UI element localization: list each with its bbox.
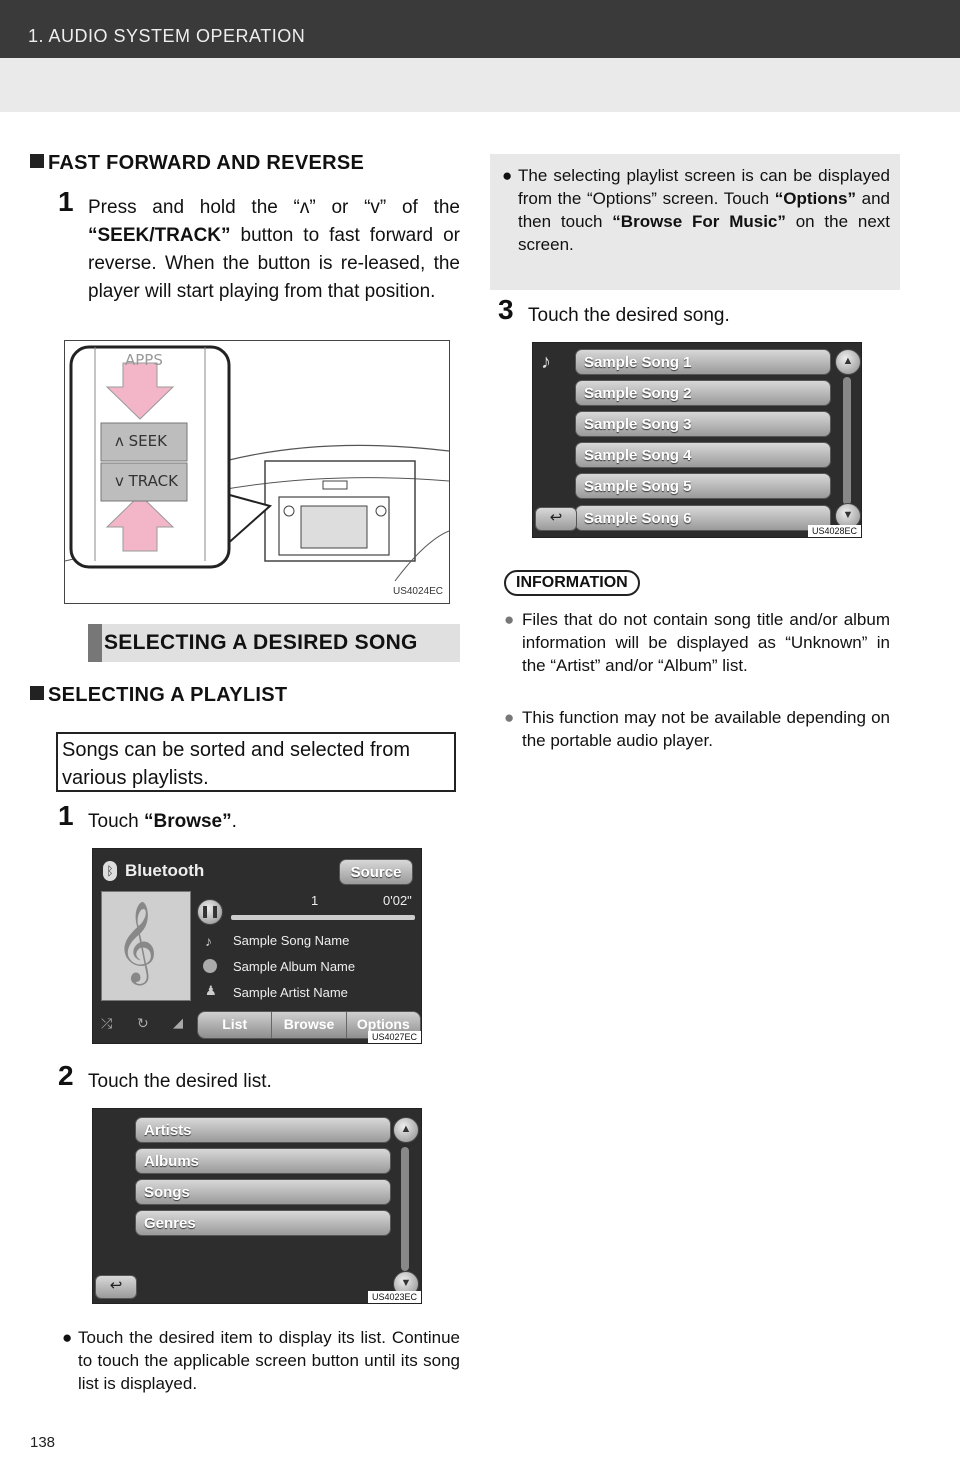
scroll-up-icon[interactable]: ▲ <box>835 349 861 375</box>
step-1: 1 Touch “Browse”. <box>58 802 458 838</box>
note-text: The selecting playlist screen is can be … <box>518 166 890 254</box>
info-item-2: ● This function may not be available dep… <box>504 708 890 750</box>
square-bullet-icon <box>30 686 44 700</box>
information-label: INFORMATION <box>504 570 640 596</box>
bullet-touch-item: ● Touch the desired item to display its … <box>62 1328 460 1393</box>
scrollbar[interactable] <box>843 377 851 505</box>
song-name: Sample Song Name <box>233 933 350 948</box>
section-header-block <box>88 624 102 662</box>
browse-list-screen: Artists Albums Songs Genres ▲ ▼ ↩ US4023… <box>92 1108 422 1304</box>
artist-name: Sample Artist Name <box>233 985 348 1000</box>
album-name: Sample Album Name <box>233 959 356 974</box>
figure-code: US4028EC <box>807 525 861 537</box>
album-art: 𝄞 <box>101 891 191 1001</box>
step-number: 2 <box>58 1060 74 1091</box>
step-2: 2 Touch the desired list. <box>58 1062 458 1098</box>
step-3: 3 Touch the desired song. <box>498 296 898 332</box>
elapsed-time: 0'02" <box>383 893 412 908</box>
pause-button[interactable]: ❚❚ <box>197 899 223 925</box>
song-item-6[interactable]: Sample Song 6 <box>575 505 831 531</box>
figure-code: US4023EC <box>367 1291 421 1303</box>
step-number: 1 <box>58 186 74 217</box>
seek-track-figure: APPS ʌ SEEK v TRACK US4024EC <box>64 340 450 604</box>
music-note-icon: ♪ <box>205 933 212 949</box>
disc-icon <box>203 959 217 973</box>
repeat-icon[interactable]: ↻ <box>137 1015 149 1031</box>
shuffle-icon[interactable]: ⤮ <box>101 1015 113 1031</box>
bluetooth-audio-screen: ᛒ Bluetooth Source 𝄞 ❚❚ 1 0'02" ♪ Sample… <box>92 848 422 1044</box>
track-button-label: v TRACK <box>115 472 178 490</box>
tab-list[interactable]: List <box>222 1016 248 1032</box>
song-item-3[interactable]: Sample Song 3 <box>575 411 831 437</box>
source-button[interactable]: Source <box>339 859 413 885</box>
list-item-albums[interactable]: Albums <box>135 1148 391 1174</box>
song-list-screen: ♪ Sample Song 1 Sample Song 2 Sample Son… <box>532 342 862 538</box>
bullet-dot-icon: ● <box>62 1328 73 1347</box>
chapter-title: 1. AUDIO SYSTEM OPERATION <box>28 26 306 46</box>
tab-options[interactable]: Options <box>356 1016 410 1032</box>
song-item-4[interactable]: Sample Song 4 <box>575 442 831 468</box>
list-item-songs[interactable]: Songs <box>135 1179 391 1205</box>
info-item-1: ● Files that do not contain song title a… <box>504 610 890 675</box>
back-icon[interactable]: ↩ <box>95 1275 137 1299</box>
back-icon[interactable]: ↩ <box>535 507 577 531</box>
fast-forward-heading: FAST FORWARD AND REVERSE <box>30 152 364 175</box>
music-note-icon: 𝄞 <box>116 900 158 982</box>
song-item-1[interactable]: Sample Song 1 <box>575 349 831 375</box>
artist-icon: ♟ <box>205 983 217 998</box>
source-title: Bluetooth <box>125 861 205 880</box>
seek-button-label: ʌ SEEK <box>115 432 167 450</box>
step-number: 1 <box>58 800 74 831</box>
apps-label: APPS <box>125 351 163 369</box>
music-note-icon: ♪ <box>541 351 551 373</box>
step-text: Touch the desired list. <box>88 1071 272 1092</box>
song-item-2[interactable]: Sample Song 2 <box>575 380 831 406</box>
header-bar <box>0 0 960 58</box>
section-header: SELECTING A DESIRED SONG <box>88 624 460 662</box>
fast-forward-step: 1 Press and hold the “ʌ” or “v” of the “… <box>58 188 460 334</box>
dashboard-illustration <box>64 345 450 582</box>
bullet-dot-icon: ● <box>504 610 515 629</box>
song-item-5[interactable]: Sample Song 5 <box>575 473 831 499</box>
volume-icon[interactable]: ◢ <box>173 1015 183 1030</box>
section-title: SELECTING A DESIRED SONG <box>104 631 418 654</box>
bluetooth-icon: ᛒ <box>103 861 117 881</box>
list-item-genres[interactable]: Genres <box>135 1210 391 1236</box>
step-text: Touch the desired song. <box>528 305 730 326</box>
track-number: 1 <box>311 893 319 908</box>
scroll-up-icon[interactable]: ▲ <box>393 1117 419 1143</box>
page-number: 138 <box>30 1434 56 1451</box>
step-text: Touch “Browse”. <box>88 811 237 832</box>
intro-box: Songs can be sorted and selected from va… <box>56 732 456 792</box>
scrollbar[interactable] <box>401 1147 409 1271</box>
options-note: ● The selecting playlist screen is can b… <box>490 154 900 290</box>
square-bullet-icon <box>30 154 44 168</box>
tab-browse[interactable]: Browse <box>271 1012 347 1038</box>
figure-code: US4027EC <box>367 1031 421 1043</box>
figure-code: US4024EC <box>392 586 443 597</box>
header-band <box>0 58 960 112</box>
step-number: 3 <box>498 294 514 325</box>
progress-bar[interactable] <box>231 915 415 920</box>
list-item-artists[interactable]: Artists <box>135 1117 391 1143</box>
step-text: Press and hold the “ʌ” or “v” of the “SE… <box>88 197 460 302</box>
bullet-dot-icon: ● <box>504 708 515 727</box>
playlist-heading: SELECTING A PLAYLIST <box>30 684 287 707</box>
bullet-dot-icon: ● <box>502 166 513 185</box>
